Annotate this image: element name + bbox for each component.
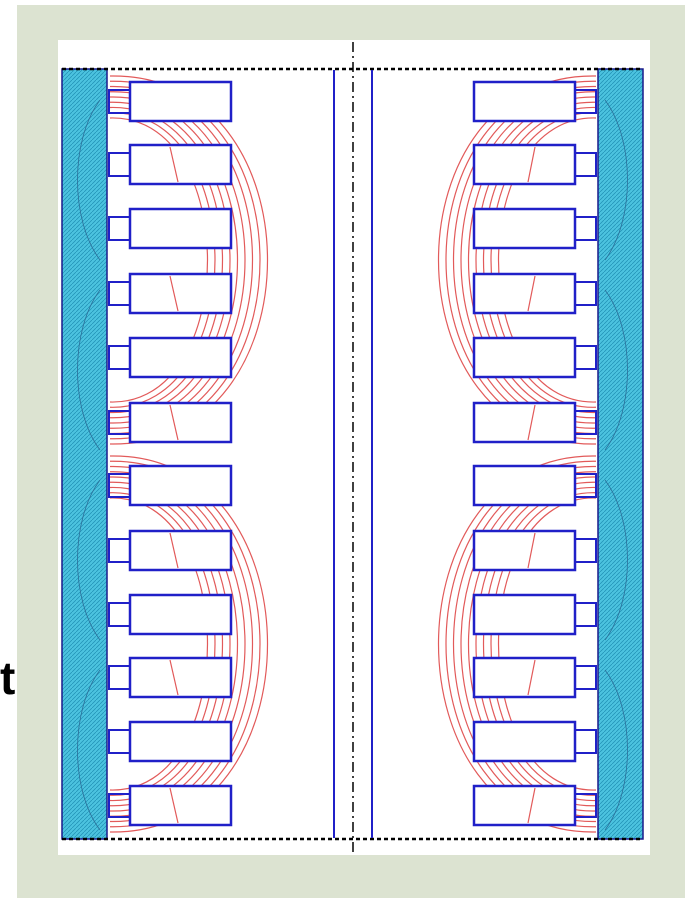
core-loop-left-1 (77, 289, 101, 451)
right-winding-block (472, 593, 577, 636)
left-winding-block (128, 720, 233, 763)
core-loop-right-3 (604, 669, 628, 831)
left-winding-tab (108, 473, 131, 498)
flux-line-left-upper-2 (109, 85, 254, 435)
right-winding-tab (574, 345, 597, 370)
left-winding-block (128, 143, 233, 186)
flux-line-right-lower-2 (452, 465, 597, 823)
right-core-strip (597, 68, 644, 840)
right-winding-block (472, 80, 577, 123)
flux-line-left-upper-0 (109, 75, 268, 445)
left-winding-block (128, 401, 233, 444)
left-winding-block (128, 464, 233, 507)
right-winding-block (472, 272, 577, 315)
left-winding-tab (108, 89, 131, 114)
core-loop-right-0 (604, 99, 628, 261)
flux-line-left-lower-0 (109, 455, 268, 833)
left-winding-block (128, 336, 233, 379)
right-winding-tab (574, 729, 597, 754)
left-block-flux-stroke (169, 404, 179, 441)
flux-line-right-upper-7 (490, 112, 597, 408)
left-winding-block (128, 593, 233, 636)
core-loop-right-2 (604, 479, 628, 641)
flux-line-left-lower-2 (109, 465, 254, 823)
left-winding-block (128, 272, 233, 315)
right-winding-tab (574, 216, 597, 241)
right-block-flux-stroke (527, 275, 536, 312)
right-winding-tab (574, 152, 597, 177)
right-winding-block (472, 656, 577, 699)
left-winding-block (128, 80, 233, 123)
left-winding-tab (108, 345, 131, 370)
left-winding-tab (108, 410, 131, 435)
flux-line-right-upper-0 (438, 75, 597, 445)
flux-line-left-upper-8 (109, 117, 209, 403)
left-winding-block (128, 529, 233, 572)
right-winding-block (472, 784, 577, 827)
left-winding-tab (108, 281, 131, 306)
flux-line-right-upper-6 (483, 106, 597, 414)
left-winding-tab (108, 793, 131, 818)
right-block-flux-stroke (527, 404, 536, 441)
windings (108, 80, 597, 827)
left-winding-tab (108, 538, 131, 563)
left-winding-block (128, 656, 233, 699)
right-winding-tab (574, 793, 597, 818)
right-block-flux-stroke (527, 787, 536, 824)
flux-line-left-upper-7 (109, 112, 216, 408)
left-winding-tab (108, 602, 131, 627)
right-winding-block (472, 529, 577, 572)
left-block-flux-stroke (169, 146, 179, 183)
right-winding-tab (574, 281, 597, 306)
right-winding-block (472, 720, 577, 763)
right-block-flux-stroke (527, 659, 536, 696)
right-winding-tab (574, 665, 597, 690)
left-winding-tab (108, 665, 131, 690)
left-block-flux-stroke (169, 787, 179, 824)
left-winding-tab (108, 152, 131, 177)
right-winding-tab (574, 89, 597, 114)
right-winding-tab (574, 602, 597, 627)
right-winding-block (472, 336, 577, 379)
left-block-flux-stroke (169, 532, 179, 569)
right-winding-tab (574, 473, 597, 498)
flux-line-right-lower-7 (490, 492, 597, 796)
flux-line-left-upper-6 (109, 106, 223, 414)
flux-line-right-upper-2 (452, 85, 597, 435)
left-winding-block (128, 784, 233, 827)
left-block-flux-stroke (169, 659, 179, 696)
left-winding-tab (108, 729, 131, 754)
right-winding-tab (574, 410, 597, 435)
flux-line-right-lower-0 (438, 455, 597, 833)
core-loop-left-3 (77, 669, 101, 831)
left-winding-tab (108, 216, 131, 241)
right-block-flux-stroke (527, 146, 536, 183)
right-winding-block (472, 207, 577, 250)
right-block-flux-stroke (527, 532, 536, 569)
left-core-strip (61, 68, 108, 840)
core-loop-right-1 (604, 289, 628, 451)
right-winding-tab (574, 538, 597, 563)
core-loop-left-0 (77, 99, 101, 261)
left-winding-block (128, 207, 233, 250)
flux-line-left-lower-7 (109, 492, 216, 796)
left-block-flux-stroke (169, 275, 179, 312)
truncated-label: t (0, 652, 16, 704)
core-loop-left-2 (77, 479, 101, 641)
right-winding-block (472, 401, 577, 444)
flux-line-right-lower-8 (497, 497, 597, 791)
right-winding-block (472, 143, 577, 186)
flux-line-right-upper-8 (497, 117, 597, 403)
right-winding-block (472, 464, 577, 507)
flux-line-left-lower-8 (109, 497, 209, 791)
